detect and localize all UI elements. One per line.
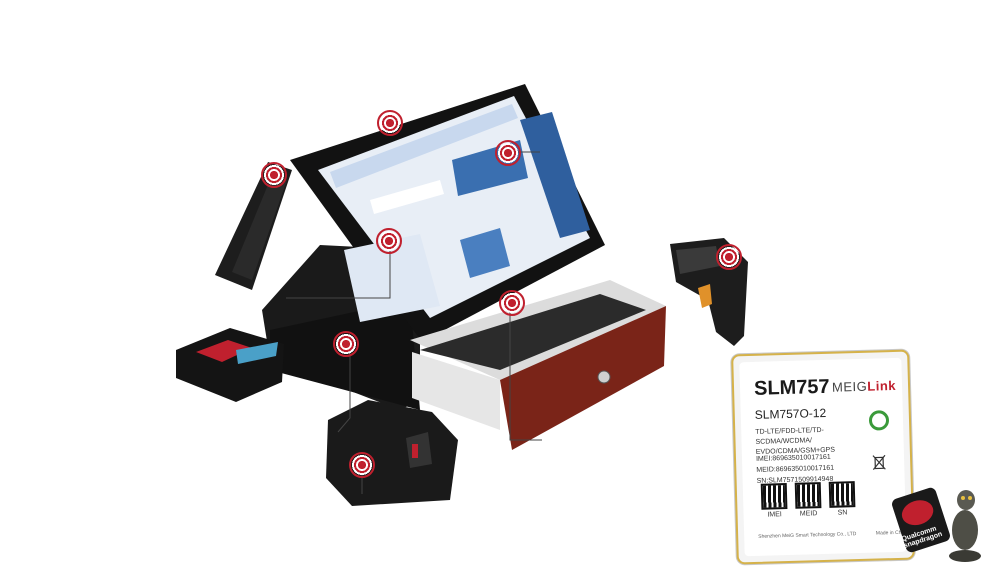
cash-drawer-front-side xyxy=(412,352,500,430)
printer-panel xyxy=(406,432,432,468)
module-brand: MEIGLink xyxy=(831,377,897,395)
screen-sidebar xyxy=(520,112,590,238)
qr-label: MEID xyxy=(799,510,818,518)
hotspot-target-icon[interactable] xyxy=(499,290,525,316)
scanner-trigger[interactable] xyxy=(698,284,712,308)
qr-label: IMEI xyxy=(767,511,782,519)
hotspot-target-icon[interactable] xyxy=(333,331,359,357)
module-model: SLM757 xyxy=(753,375,830,400)
leader-line xyxy=(337,350,351,433)
module-submodel: SLM757O-12 xyxy=(754,405,827,422)
mascot-dragon-icon xyxy=(949,490,981,562)
hotspot-target-icon[interactable] xyxy=(376,228,402,254)
weee-bin-icon xyxy=(872,454,886,470)
snapdragon-logo-icon xyxy=(898,496,937,530)
qr-label: SN xyxy=(837,509,848,517)
drawer-lock[interactable] xyxy=(597,370,611,384)
hotspot-target-icon[interactable] xyxy=(349,452,375,478)
screen-list-area xyxy=(344,234,440,322)
receipt-printer xyxy=(326,400,458,506)
qr-code-meid xyxy=(794,482,822,509)
pin-pad-keys[interactable] xyxy=(196,340,252,362)
screen-header-bar xyxy=(330,104,518,188)
pin-pad-slot xyxy=(236,342,278,364)
hotspot-target-icon[interactable] xyxy=(716,244,742,270)
hotspot-target-icon[interactable] xyxy=(377,110,403,136)
module-ids: IMEI:869635010017161 MEID:86963501001716… xyxy=(756,450,897,487)
hotspot-target-icon[interactable] xyxy=(261,162,287,188)
module-label: SLM757 MEIGLink SLM757O-12 TD-LTE/FDD-LT… xyxy=(739,357,908,557)
screen-field xyxy=(370,180,444,214)
cash-drawer-front xyxy=(500,306,666,450)
module-manufacturer: Shenzhen MeiG Smart Technology Co., LTD xyxy=(758,531,857,540)
qr-code-sn xyxy=(828,481,856,508)
lte-module-card: SLM757 MEIGLink SLM757O-12 TD-LTE/FDD-LT… xyxy=(731,349,915,565)
scanner-window xyxy=(676,246,720,274)
module-footer: Shenzhen MeiG Smart Technology Co., LTD … xyxy=(758,530,908,540)
cash-drawer-tray xyxy=(420,294,646,370)
printer-leds xyxy=(412,444,418,458)
screen-blue-buttons xyxy=(460,228,510,278)
hotspot-target-icon[interactable] xyxy=(495,140,521,166)
leader-line xyxy=(286,244,391,299)
qr-code-imei xyxy=(760,483,788,510)
customer-display-screen xyxy=(232,175,287,280)
leader-line xyxy=(509,304,542,441)
